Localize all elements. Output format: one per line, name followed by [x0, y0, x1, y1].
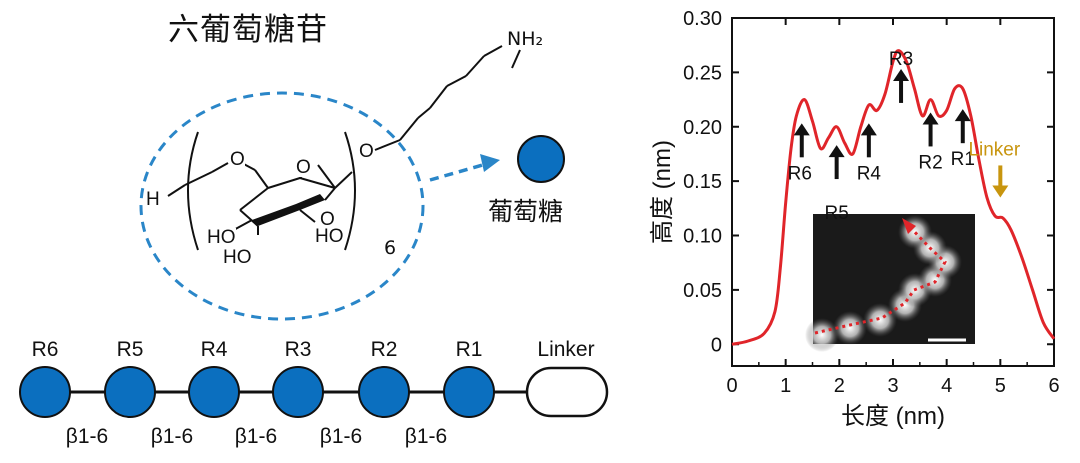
right-bracket — [344, 131, 356, 251]
residue-arrow-head — [860, 123, 877, 136]
x-tick-label: 3 — [887, 375, 898, 397]
dashed-arrow — [429, 162, 487, 182]
y-tick-label: 0.30 — [683, 8, 722, 30]
ring-oxygen-1: O — [230, 149, 245, 170]
bond-label: β1-6 — [234, 425, 278, 448]
chain-node-r3 — [272, 366, 324, 418]
afm-trace-arrowhead — [902, 218, 916, 234]
residue-arrow-head — [893, 68, 910, 81]
dashed-ellipse — [139, 91, 425, 321]
chain-label-r5: R5 — [116, 338, 144, 361]
glycosidic-oxygen: O — [359, 141, 374, 162]
chain-label-r2: R2 — [370, 338, 398, 361]
residue-arrow-head — [793, 123, 810, 136]
annotation-label-r5: R5 — [825, 203, 849, 224]
glucose-legend-label: 葡萄糖 — [488, 197, 564, 226]
chain-label-r6: R6 — [31, 338, 59, 361]
hydrogen-label: H — [146, 189, 160, 210]
chain-node-r4 — [188, 366, 240, 418]
y-tick-label: 0.25 — [683, 62, 722, 84]
bond-label: β1-6 — [404, 425, 448, 448]
y-tick-label: 0.20 — [683, 117, 722, 139]
x-tick-label: 2 — [834, 375, 845, 397]
chain-label-linker: Linker — [537, 338, 595, 361]
x-tick-label: 0 — [726, 375, 737, 397]
annotation-label-r3: R3 — [889, 49, 913, 70]
height-profile-line — [731, 49, 1056, 346]
chain-node-r5 — [104, 366, 156, 418]
linker-arrow-head — [992, 185, 1009, 198]
chain-label-r4: R4 — [200, 338, 228, 361]
chain-node-r1 — [443, 366, 495, 418]
afm-trace-path — [814, 223, 947, 335]
chain-label-r3: R3 — [284, 338, 312, 361]
bond-label: β1-6 — [65, 425, 109, 448]
molecule-title: 六葡萄糖苷 — [168, 12, 328, 48]
x-tick-label: 1 — [780, 375, 791, 397]
hydroxyl-1: HO — [207, 227, 236, 248]
chain-label-r1: R1 — [455, 338, 483, 361]
x-tick-label: 6 — [1048, 375, 1059, 397]
repeat-count-label: 6 — [384, 237, 397, 259]
y-tick-label: 0 — [711, 334, 722, 356]
x-tick-label: 4 — [941, 375, 952, 397]
residue-arrow-head — [922, 112, 939, 125]
y-tick-label: 0.05 — [683, 280, 722, 302]
afm-molecule-blob — [833, 311, 867, 345]
bond-label: β1-6 — [319, 425, 363, 448]
ring-bold-edge — [252, 194, 325, 226]
chain-node-r2 — [358, 366, 410, 418]
glucose-legend-circle — [517, 135, 565, 183]
arrow-head — [480, 154, 500, 172]
residue-arrow-head — [828, 145, 845, 158]
annotation-label-linker: Linker — [968, 139, 1020, 160]
y-axis-label: 高度 (nm) — [649, 140, 676, 244]
chain-node-r6 — [19, 366, 71, 418]
ring-oxygen-3: O — [320, 209, 335, 230]
residue-arrow-head — [954, 109, 971, 122]
x-tick-label: 5 — [995, 375, 1006, 397]
amine-label: NH₂ — [507, 28, 544, 50]
hydroxyl-2: HO — [223, 247, 252, 268]
afm-molecule-blob — [863, 303, 897, 337]
x-axis-label: 长度 (nm) — [841, 403, 945, 430]
annotation-label-r1: R1 — [951, 149, 975, 170]
annotation-label-r2: R2 — [918, 152, 942, 173]
ring-oxygen-2: O — [296, 157, 311, 178]
bond-label: β1-6 — [150, 425, 194, 448]
annotation-label-r6: R6 — [788, 163, 812, 184]
y-tick-label: 0.15 — [683, 171, 722, 193]
y-tick-label: 0.10 — [683, 226, 722, 248]
annotation-label-r4: R4 — [857, 163, 882, 184]
hydroxyl-3: HO — [315, 226, 344, 247]
afm-molecule-blob — [805, 318, 839, 352]
linker-node — [525, 366, 609, 418]
left-bracket — [187, 131, 199, 251]
